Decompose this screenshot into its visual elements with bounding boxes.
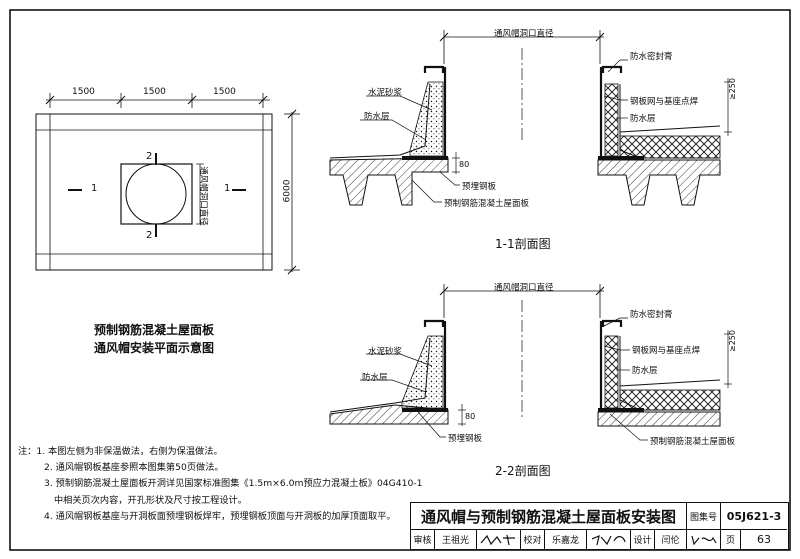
s2-steel-plate-label: 预埋钢板: [448, 434, 483, 444]
section-marker-2-top: 2: [146, 151, 153, 162]
plan-dim-1: 1500: [72, 87, 95, 97]
s2-weld-label: 钢板网与基座点焊: [632, 346, 701, 356]
note-2: 2. 通风帽钢板基座参照本图集第50页做法。: [44, 462, 224, 474]
checker-name: 乐嘉龙: [545, 530, 587, 549]
s1-top-label: 通风帽洞口直径: [494, 29, 554, 39]
s1-dim-80: 80: [459, 160, 470, 169]
s2-slab-label: 预制钢筋混凝土屋面板: [650, 437, 736, 447]
page-number: 63: [757, 533, 771, 546]
section2-title: 2-2剖面图: [495, 464, 551, 478]
s2-dim-80: 80: [465, 412, 476, 421]
sheet-border: [9, 9, 791, 551]
design-label: 设计: [631, 530, 655, 549]
s1-slab-label: 预制钢筋混凝土屋面板: [444, 199, 530, 209]
designer-name: 闫伦: [655, 530, 687, 549]
reviewer-signature: [477, 530, 521, 549]
plan-dim-2: 1500: [143, 87, 166, 97]
s2-sealant-label: 防水密封膏: [630, 310, 673, 320]
atlas-number: 05J621-3: [721, 503, 787, 530]
section-marker-1-right: 1: [224, 183, 231, 194]
plan-caption-line1: 预制钢筋混凝土屋面板: [94, 323, 215, 337]
section-marker-2-bottom: 2: [146, 230, 153, 241]
s2-dim-250: ≥250: [728, 330, 737, 352]
s1-waterproof-left-label: 防水层: [364, 112, 390, 122]
s1-waterproof-right-label: 防水层: [630, 114, 656, 124]
s1-dim-250: ≥250: [728, 78, 737, 100]
s1-sealant-label: 防水密封膏: [630, 52, 673, 62]
opening-diameter-label: 通风帽洞口直径: [197, 166, 208, 226]
s1-steel-plate-label: 预埋钢板: [462, 182, 497, 192]
note-3: 3. 预制钢筋混凝土屋面板开洞详见国家标准图集《1.5m×6.0m预应力混凝土板…: [44, 478, 423, 490]
plan-view: [35, 93, 300, 275]
note-1: 注：1. 本图左侧为非保温做法，右侧为保温做法。: [18, 446, 223, 457]
s2-waterproof-left-label: 防水层: [362, 373, 388, 383]
title-block: 通风帽与预制钢筋混凝土屋面板安装图 图集号 05J621-3 审核 王祖光 校对…: [410, 502, 789, 550]
plan-dim-3: 1500: [213, 87, 236, 97]
reviewer-name: 王祖光: [435, 530, 477, 549]
section-marker-1-left: 1: [91, 183, 98, 194]
review-label: 审核: [411, 530, 435, 549]
s2-top-label: 通风帽洞口直径: [494, 283, 554, 293]
atlas-label: 图集号: [687, 503, 721, 530]
s1-weld-label: 钢板网与基座点焊: [630, 97, 699, 107]
plan-depth-dim: 6000: [282, 179, 293, 203]
plan-caption-line2: 通风帽安装平面示意图: [94, 341, 215, 355]
section1-title: 1-1剖面图: [495, 237, 551, 251]
designer-signature: [687, 530, 721, 549]
section-2-2: [329, 284, 732, 441]
s1-mortar-label: 水泥砂浆: [368, 88, 403, 98]
notes-block: 注：1. 本图左侧为非保温做法，右侧为保温做法。 2. 通风帽钢板基座参照本图集…: [18, 444, 422, 525]
opening-circle: [125, 163, 187, 225]
checker-signature: [587, 530, 631, 549]
s2-mortar-label: 水泥砂浆: [368, 347, 403, 357]
drawing-title: 通风帽与预制钢筋混凝土屋面板安装图: [411, 503, 687, 530]
note-3-cont: 中相关页次内容，开孔形状及尺寸按工程设计。: [54, 494, 247, 506]
page-label: 页: [721, 530, 741, 549]
check-label: 校对: [521, 530, 545, 549]
note-4: 4. 通风帽钢板基座与开洞板面预埋钢板焊牢，预埋钢板顶面与开洞板的加厚顶面取平。: [44, 510, 396, 522]
s2-waterproof-right-label: 防水层: [632, 366, 658, 376]
section-1-1: [329, 30, 732, 206]
